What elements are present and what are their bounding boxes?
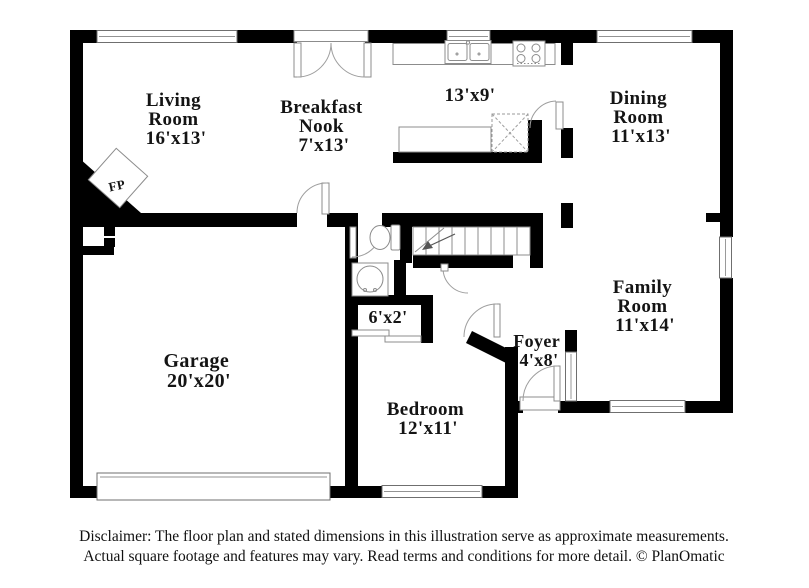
closet-dims-label: 6'x2': [368, 307, 407, 327]
dining-room-label: Dining Room 11'x13': [610, 88, 672, 147]
fireplace-icon: [87, 147, 149, 209]
staircase: [412, 226, 531, 256]
room-labels: Living Room 16'x13' Breakfast Nook 7'x13…: [107, 85, 678, 439]
disclaimer-line-1: Disclaimer: The floor plan and stated di…: [79, 528, 729, 545]
fixtures: [87, 40, 556, 297]
kitchen-dims-label: 13'x9': [445, 85, 496, 106]
bedroom-door: [463, 303, 501, 338]
bedroom-label: Bedroom 12'x11': [387, 399, 470, 439]
hall-door: [440, 263, 469, 294]
kitchen-island-counter: [398, 126, 492, 153]
living-room-label: Living Room 16'x13': [146, 90, 207, 149]
disclaimer: Disclaimer: The floor plan and stated di…: [79, 528, 729, 565]
closet-sliding-doors: [351, 329, 422, 343]
kitchen-dining-door: [529, 100, 564, 130]
garage-door: [96, 472, 331, 501]
walls: [70, 30, 733, 498]
doors: [293, 30, 564, 411]
garage-entry-door: [296, 182, 330, 215]
dining-room-window: [596, 30, 693, 43]
breakfast-nook-label: Breakfast Nook 7'x13': [280, 97, 368, 156]
family-room-label: Family Room 11'x14': [613, 277, 678, 336]
toilet-icon: [369, 224, 401, 251]
foyer-diagonal-wall: [466, 331, 512, 363]
living-room-window: [96, 30, 238, 43]
stove-icon: [512, 40, 546, 67]
patio-french-door: [293, 30, 372, 78]
family-room-side-window: [719, 236, 732, 279]
bedroom-window: [381, 485, 483, 498]
foyer-label: Foyer 4'x8': [513, 331, 565, 370]
fireplace-label: FP: [107, 176, 126, 194]
front-entry-door: [519, 365, 561, 411]
stairs-direction-arrow-icon: [422, 233, 456, 250]
dishwasher-icon: [491, 113, 529, 153]
disclaimer-line-2: Actual square footage and features may v…: [83, 548, 724, 565]
kitchen-sink-icon: [444, 40, 492, 64]
windows: [96, 30, 732, 501]
pedestal-sink-icon: [351, 262, 389, 297]
foyer-sidelight-window: [565, 351, 577, 402]
garage-label: Garage 20'x20': [163, 350, 234, 392]
family-room-front-window: [609, 400, 686, 413]
